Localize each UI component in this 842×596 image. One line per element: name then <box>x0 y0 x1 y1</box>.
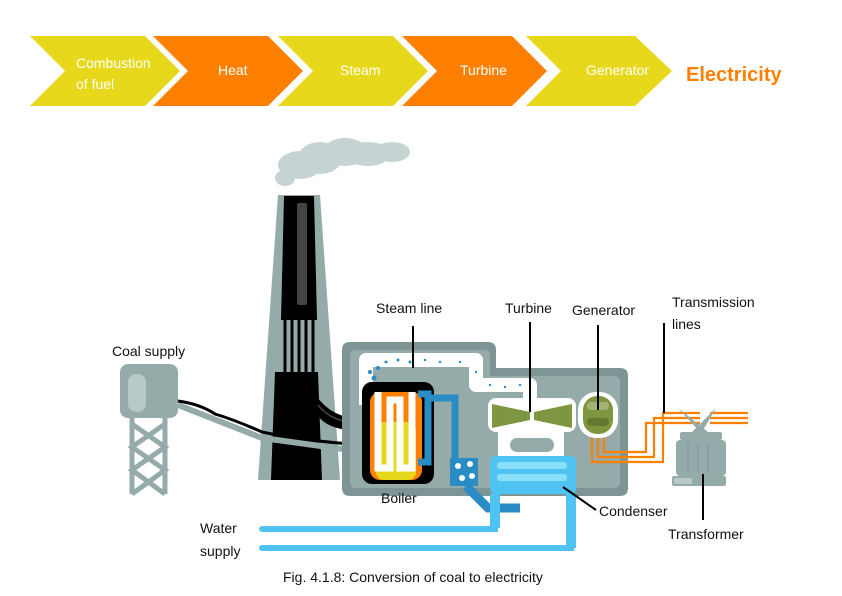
chevron-shape <box>30 36 180 106</box>
condenser <box>490 456 576 548</box>
turbine <box>488 398 576 464</box>
transmission-lines <box>590 411 748 464</box>
coal-supply-tower <box>120 364 178 497</box>
chevron-shape <box>278 36 428 106</box>
flow-step-label: Steam <box>340 62 380 78</box>
flow-step-turbine: Turbine <box>402 36 547 106</box>
label-transmission-lines: Transmission <box>672 294 755 310</box>
component-labels: Coal supply Steam line Turbine Generator… <box>112 294 755 559</box>
flow-step-label: Turbine <box>460 62 507 78</box>
flow-step-heat: Heat <box>153 36 303 106</box>
flow-step-generator: Generator <box>526 36 672 106</box>
cooling-pipe <box>428 394 520 513</box>
label-water-supply: Water <box>200 520 237 536</box>
flow-step-label: Combustion <box>76 55 151 71</box>
figure-caption: Fig. 4.1.8: Conversion of coal to electr… <box>283 569 543 585</box>
label-steam-line: Steam line <box>376 300 442 316</box>
flow-step-label: of fuel <box>76 76 114 92</box>
smoke-cloud <box>275 138 410 186</box>
process-flow: Combustion of fuel Heat Steam Turbine Ge… <box>30 36 782 106</box>
label-condenser: Condenser <box>599 503 668 519</box>
flow-final-electricity: Electricity <box>686 64 782 86</box>
chevron-shape <box>153 36 303 106</box>
label-coal-supply: Coal supply <box>112 343 185 359</box>
flow-step-combustion: Combustion of fuel <box>30 36 180 106</box>
label-water-supply-2: supply <box>200 543 240 559</box>
label-transformer: Transformer <box>668 526 744 542</box>
flow-step-label: Generator <box>586 62 649 78</box>
chevron-shape <box>526 36 672 106</box>
flow-step-steam: Steam <box>278 36 428 106</box>
water-supply-pipes <box>259 497 574 551</box>
label-transmission-lines-2: lines <box>672 316 701 332</box>
label-generator: Generator <box>572 302 635 318</box>
boiler <box>362 382 434 484</box>
flow-step-label: Heat <box>218 62 248 78</box>
label-boiler: Boiler <box>381 490 417 506</box>
chevron-shape <box>402 36 547 106</box>
leader-lines <box>412 322 704 520</box>
label-turbine: Turbine <box>505 300 552 316</box>
transformer <box>672 408 726 486</box>
